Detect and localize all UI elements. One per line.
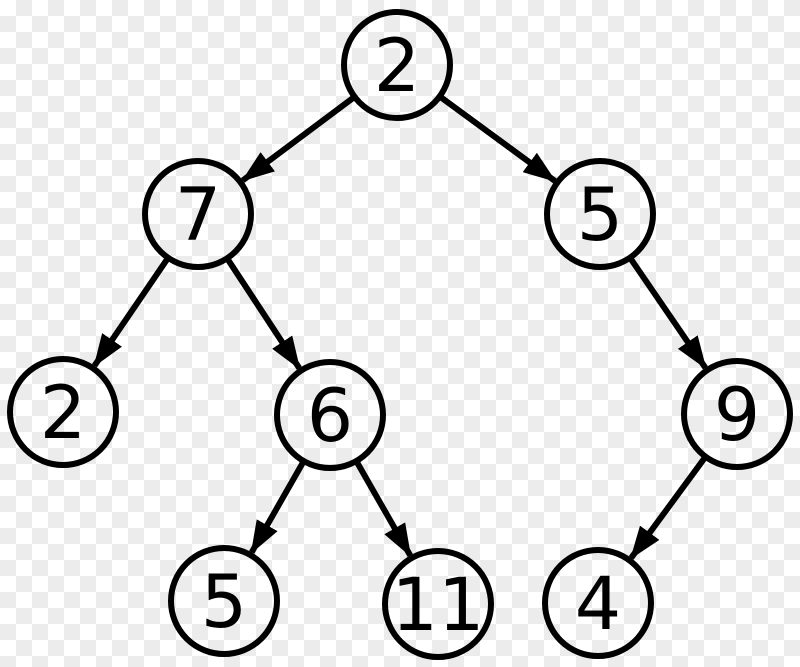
tree-node: 6 <box>274 359 386 471</box>
tree-edges <box>92 93 709 560</box>
tree-node-circle <box>7 356 119 468</box>
tree-node-label: 11 <box>392 563 485 648</box>
tree-node: 2 <box>7 356 119 468</box>
tree-node: 4 <box>542 547 654 659</box>
tree-node-label: 2 <box>40 371 86 456</box>
tree-edge-arrow <box>92 256 171 368</box>
tree-node: 5 <box>544 158 656 270</box>
tree-node: 5 <box>168 545 280 657</box>
tree-edge-arrow <box>627 256 708 370</box>
tree-node: 7 <box>142 158 254 270</box>
tree-nodes: 2 7 5 2 6 9 5 11 4 <box>7 9 793 660</box>
tree-node-label: 9 <box>714 373 760 458</box>
tree-edge-arrow <box>437 93 557 184</box>
tree-node-label: 5 <box>577 173 623 258</box>
tree-node-label: 5 <box>201 560 247 645</box>
tree-node-circle <box>142 158 254 270</box>
tree-edge-arrow <box>628 454 709 560</box>
tree-node-label: 6 <box>307 374 353 459</box>
tree-node: 11 <box>382 548 494 660</box>
tree-edge-arrow <box>249 459 307 554</box>
tree-node-circle <box>168 545 280 657</box>
tree-node-label: 7 <box>175 173 221 258</box>
tree-node-label: 2 <box>374 24 420 109</box>
tree-edge-arrow <box>241 94 357 183</box>
tree-node-label: 4 <box>575 562 621 647</box>
tree-node-circle <box>681 358 793 470</box>
tree-node-circle <box>341 9 453 121</box>
tree-node-circle <box>544 158 656 270</box>
tree-node-circle <box>542 547 654 659</box>
tree-node-circle <box>382 548 494 660</box>
tree-node-circle <box>274 359 386 471</box>
tree-edge-arrow <box>224 256 302 370</box>
tree-edge-arrow <box>353 459 413 557</box>
tree-node: 9 <box>681 358 793 470</box>
tree-node: 2 <box>341 9 453 121</box>
